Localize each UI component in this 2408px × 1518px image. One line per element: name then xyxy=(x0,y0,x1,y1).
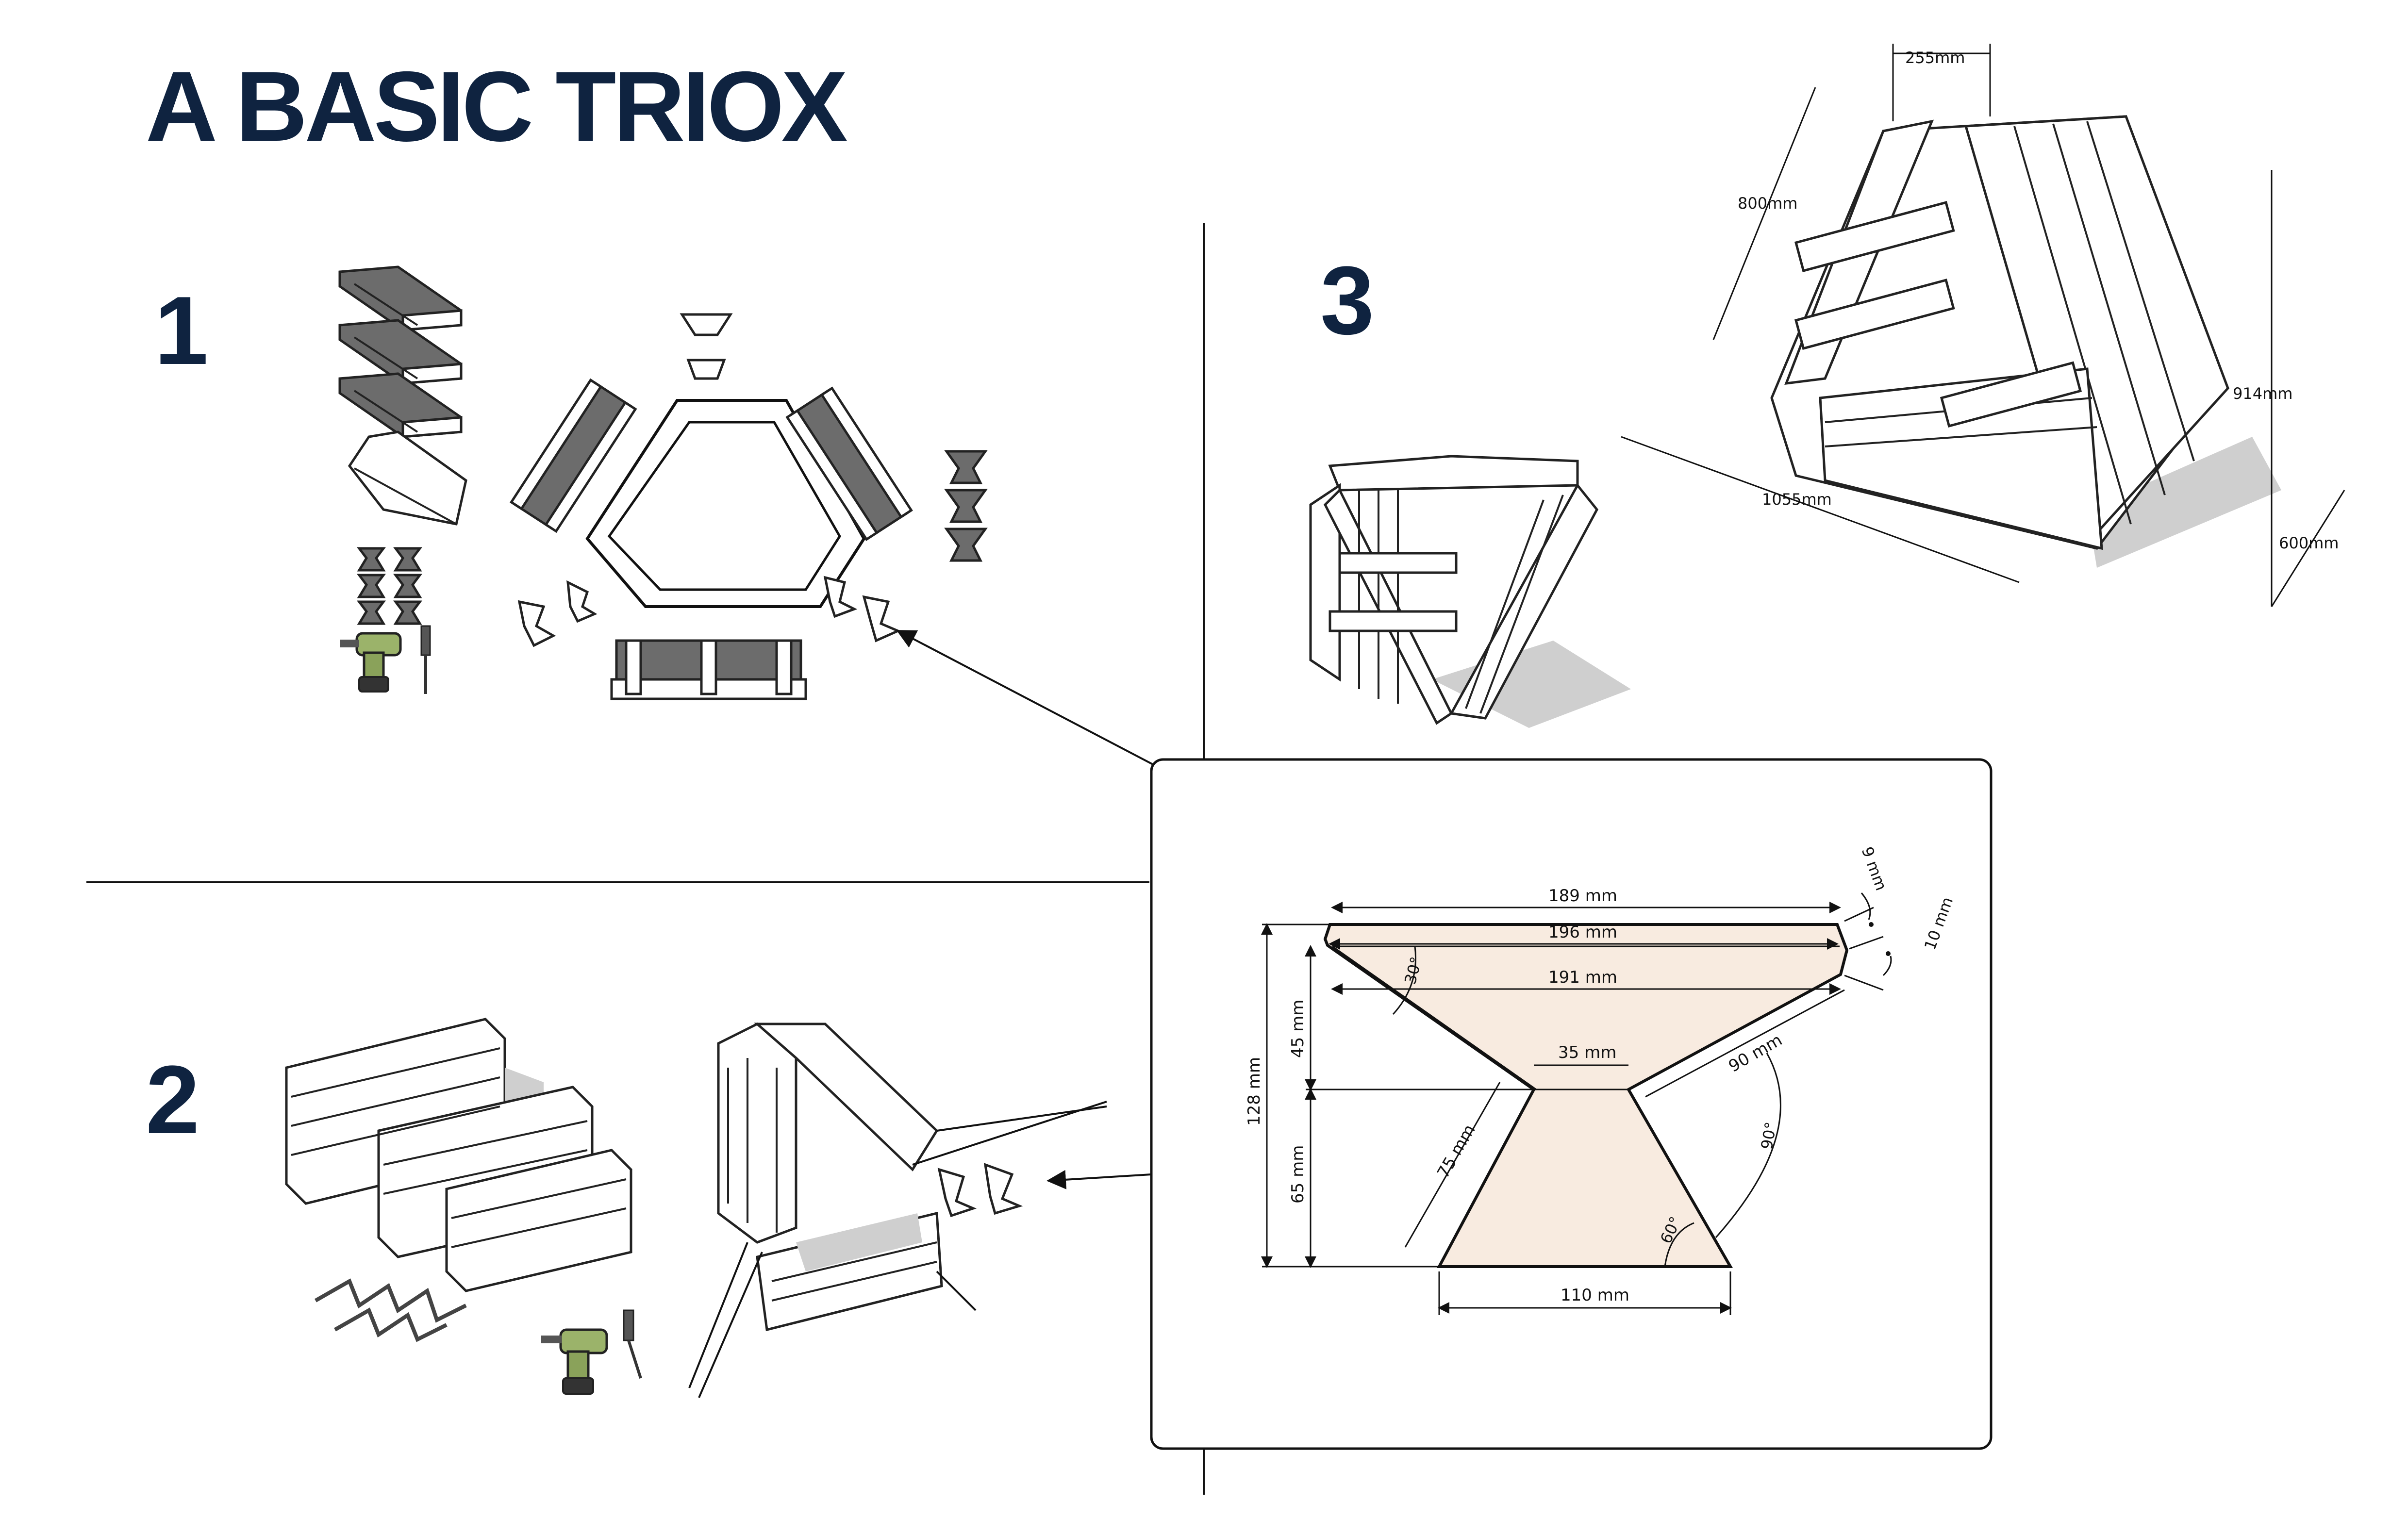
bracket-outline xyxy=(1323,923,1849,1268)
step-number-3: 3 xyxy=(1320,247,1374,355)
dim-191: 191 mm xyxy=(1548,968,1617,987)
small-triox xyxy=(1309,455,1631,728)
cut-pallet-piece xyxy=(348,430,467,526)
dim-depth: 600mm xyxy=(2279,534,2339,552)
step2-illustration xyxy=(285,1018,1152,1398)
step-number-1: 1 xyxy=(154,277,208,385)
partial-frame xyxy=(688,1023,1107,1398)
step3-illustration: 255mm 800mm 914mm 1055mm 600mm xyxy=(1309,44,2345,728)
screwdriver-icon xyxy=(420,625,431,694)
large-triox xyxy=(1770,115,2281,568)
dim-45: 45 mm xyxy=(1288,1000,1308,1058)
bracket-template-panel: 189 mm 196 mm 191 mm 35 mm 110 mm 128 mm… xyxy=(1150,758,1993,1450)
dim-base-length: 1055mm xyxy=(1762,490,1832,509)
dim-65: 65 mm xyxy=(1288,1145,1308,1204)
dim-top-width: 255mm xyxy=(1905,49,1965,67)
page-title: A BASIC TRIOX xyxy=(146,51,847,162)
dim-height: 914mm xyxy=(2233,384,2292,403)
dim-35: 35 mm xyxy=(1558,1043,1616,1062)
step3-dimension-lines xyxy=(1621,44,2345,607)
dim-196: 196 mm xyxy=(1548,923,1617,942)
bottom-pallet xyxy=(610,639,807,700)
pallet-stack xyxy=(338,265,463,438)
dim-189: 189 mm xyxy=(1548,886,1617,906)
step1-illustration xyxy=(338,265,1153,765)
drill-icon xyxy=(340,632,402,693)
pallet-stack-perspective xyxy=(285,1018,632,1292)
drill-icon-step2 xyxy=(541,1328,608,1395)
dim-110: 110 mm xyxy=(1561,1286,1629,1305)
dim-side-length: 800mm xyxy=(1738,194,1797,213)
bracket-pieces-small xyxy=(357,547,422,625)
screwdriver-icon-step2 xyxy=(623,1309,642,1379)
step-number-2: 2 xyxy=(146,1046,199,1154)
dim-128: 128 mm xyxy=(1245,1057,1264,1126)
